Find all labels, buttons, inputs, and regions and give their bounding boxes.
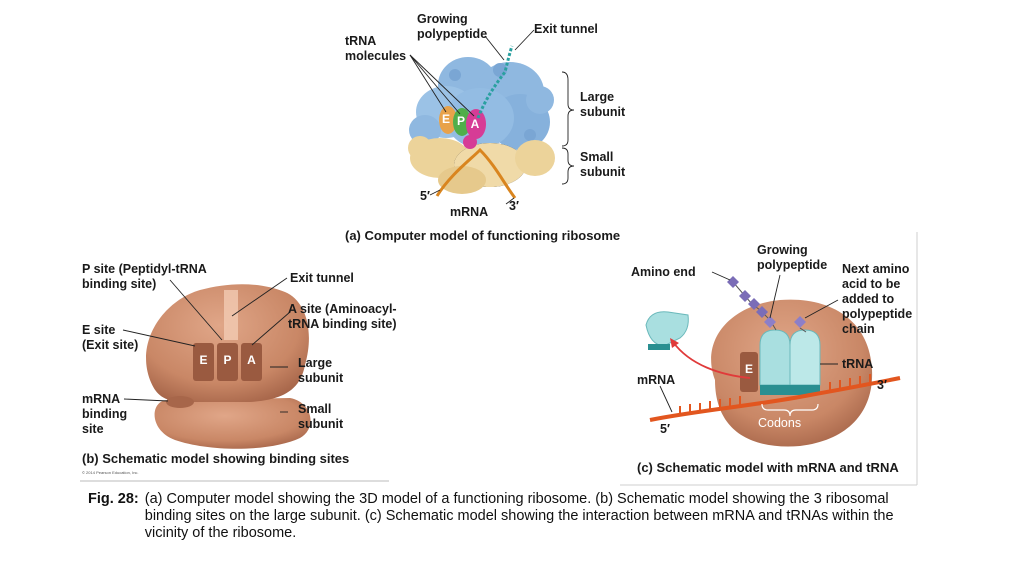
five-prime-label-a: 5′ (420, 189, 430, 203)
mrna-label-a: mRNA (450, 205, 489, 219)
a-site-label: A site (Aminoacyl- tRNA binding site) (288, 302, 397, 332)
label-line: (Exit site) (82, 338, 139, 352)
p-site-slot (217, 343, 238, 381)
site-a-schematic-label: A (247, 353, 256, 367)
trna-molecules-label-a: tRNA molecules (345, 34, 406, 64)
label-line: binding site) (82, 277, 157, 291)
panel-a-leaders (409, 29, 575, 205)
codon-brace (761, 403, 819, 417)
label-line: polypeptide (757, 258, 828, 272)
label-line: P site (Peptidyl-tRNA (82, 262, 207, 276)
panel-a-caption: (a) Computer model of functioning riboso… (345, 228, 621, 243)
p-site-label: P site (Peptidyl-tRNA binding site) (82, 262, 207, 292)
panel-b-caption: (b) Schematic model showing binding site… (82, 451, 350, 466)
site-a-3d-label: A (470, 117, 480, 131)
label-line: subunit (580, 165, 626, 179)
panel-b-leaders (122, 277, 291, 413)
five-prime-label-c: 5′ (660, 422, 670, 436)
three-prime-label-c: 3′ (877, 378, 887, 392)
label-line: added to (842, 292, 895, 306)
site-p-schematic-label: P (223, 353, 232, 367)
large-subunit-label-a: Large subunit (580, 90, 625, 120)
mrna-strand-c (649, 376, 901, 422)
label-line: Large (580, 90, 615, 104)
label-line: Large (298, 356, 333, 370)
growing-polypeptide-label-c: Growing polypeptide (757, 243, 827, 273)
exit-tunnel-label-b: Exit tunnel (290, 271, 354, 285)
exit-tunnel-groove (224, 290, 238, 340)
trna-pair (759, 329, 821, 395)
trna-label-c: tRNA (842, 357, 874, 371)
mrna-binding-groove (166, 396, 194, 408)
growing-polypeptide-label-a: Growing polypeptide (417, 12, 487, 42)
figure-caption: Fig. 28: (a) Computer model showing the … (88, 491, 928, 542)
e-site-slot-c (740, 352, 758, 392)
mrna-binding-site-label: mRNA binding site (82, 392, 127, 437)
panel-c-caption: (c) Schematic model with mRNA and tRNA (637, 460, 899, 475)
polypeptide-3d (476, 45, 514, 119)
label-line: E site (82, 323, 116, 337)
label-line: tRNA (345, 34, 377, 48)
copyright-note: © 2014 Pearson Education, Inc. (82, 470, 139, 475)
next-amino-acid-label: Next amino acid to be added to polypepti… (842, 262, 912, 337)
exit-arrowhead (670, 338, 679, 348)
label-line: chain (842, 322, 875, 336)
label-line: polypeptide (842, 307, 913, 321)
small-subunit-label-a: Small subunit (580, 150, 625, 180)
label-line: Growing (757, 243, 808, 257)
large-subunit-3d (409, 57, 554, 150)
panel-c-leaders (659, 271, 839, 413)
label-line: Small (298, 402, 332, 416)
label-line: acid to be (842, 277, 901, 291)
three-prime-label-a: 3′ (509, 199, 519, 213)
label-line: binding (82, 407, 128, 421)
exit-tunnel-label-a: Exit tunnel (534, 22, 598, 36)
label-line: mRNA (82, 392, 121, 406)
mrna-label-c: mRNA (637, 373, 676, 387)
label-line: molecules (345, 49, 407, 63)
site-p-3d-label: P (456, 114, 465, 128)
ejected-trna (645, 311, 689, 347)
amino-end-label: Amino end (631, 265, 696, 279)
codons-label: Codons (758, 416, 802, 430)
label-line: Small (580, 150, 614, 164)
site-e-3d-label: E (441, 112, 450, 126)
label-line: subunit (298, 417, 344, 431)
large-subunit-label-b: Large subunit (298, 356, 343, 386)
e-site-label: E site (Exit site) (82, 323, 138, 353)
figure-label-cell: Fig. 28: (88, 491, 145, 542)
ejected-trna-anticodon (648, 344, 670, 350)
label-line: site (82, 422, 104, 436)
label-line: subunit (298, 371, 344, 385)
a-site-slot (241, 343, 262, 381)
label-line: Growing (417, 12, 468, 26)
polypeptide-chain-c (727, 276, 807, 333)
figure-text: (a) Computer model showing the 3D model … (144, 491, 894, 541)
label-line: subunit (580, 105, 626, 119)
site-e-schematic-label: E (199, 353, 208, 367)
label-line: A site (Aminoacyl- (288, 302, 397, 316)
label-line: tRNA binding site) (288, 317, 397, 331)
mrna-strand-3d (435, 147, 517, 199)
small-subunit-label-b: Small subunit (298, 402, 343, 432)
figure-caption-table: Fig. 28: (a) Computer model showing the … (88, 491, 928, 542)
figure-label: Fig. 28: (88, 491, 139, 507)
label-line: polypeptide (417, 27, 488, 41)
exit-arrow (672, 341, 751, 379)
trna-molecules-3d (439, 106, 486, 149)
mrna-bases (679, 374, 871, 416)
small-subunit-schematic (154, 398, 311, 449)
figure-text-cell: (a) Computer model showing the 3D model … (145, 491, 928, 542)
label-line: Next amino (842, 262, 910, 276)
small-subunit-3d (408, 136, 555, 194)
e-site-slot (193, 343, 214, 381)
site-e-c-label: E (744, 362, 753, 376)
